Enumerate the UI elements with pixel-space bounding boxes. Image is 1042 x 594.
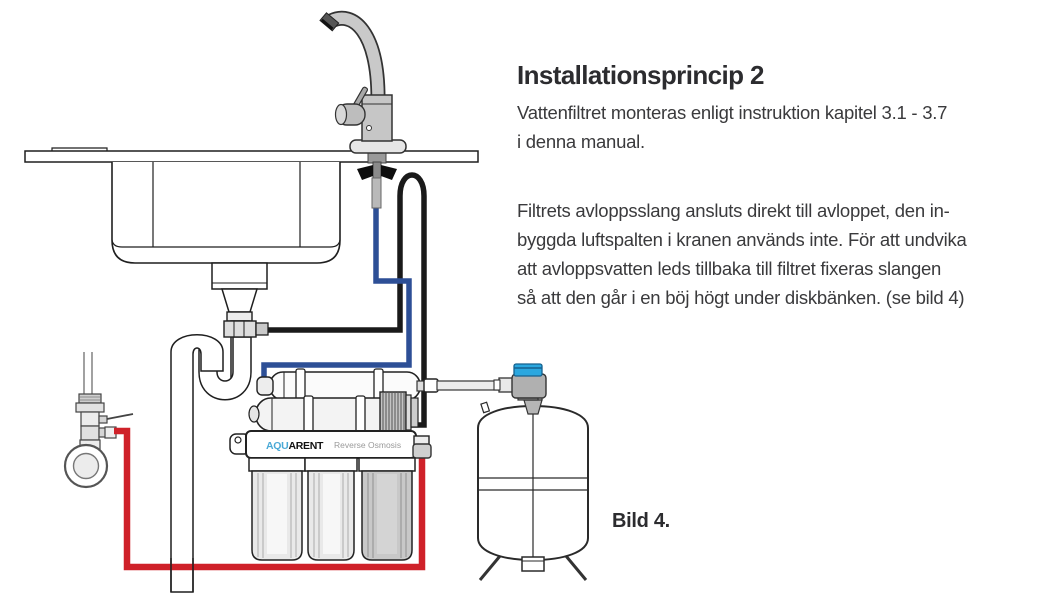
filter-type-label: Reverse Osmosis: [334, 440, 401, 450]
brand-label: AQUARENT: [266, 440, 324, 452]
instruction-text: Installationsprincip 2 Vattenfiltret mon…: [517, 60, 1037, 312]
pressure-tank: [477, 363, 589, 581]
mounting-wing-right: [381, 165, 397, 180]
faucet-column: [361, 94, 393, 142]
diagram-svg: AQUARENT Reverse Osmosis: [24, 10, 589, 593]
section-title: Installationsprincip 2: [517, 60, 764, 90]
filter-housing-2: [304, 457, 358, 561]
text-line: i denna manual.: [517, 131, 645, 152]
mounting-wing-left: [357, 165, 373, 180]
faucet-handle: [334, 86, 369, 126]
drain-tube: [267, 172, 427, 428]
text-line: Filtrets avloppsslang ansluts direkt til…: [517, 200, 950, 221]
figure-caption: Bild 4.: [612, 510, 670, 532]
feed-water-valve: [63, 352, 134, 489]
faucet-shank: [371, 177, 382, 209]
ro-filter-unit: AQUARENT Reverse Osmosis: [229, 368, 502, 561]
paragraph-2: Filtrets avloppsslang ansluts direkt til…: [517, 196, 1037, 312]
filtered-water-tube: [261, 206, 412, 383]
brand-accent: AQU: [266, 440, 288, 452]
text-line: att avloppsvatten leds tillbaka till fil…: [517, 258, 942, 279]
filter-housing-1: [248, 457, 306, 561]
installation-diagram: AQUARENT Reverse Osmosis: [24, 10, 589, 593]
tank-tube: [436, 380, 502, 391]
drain-adapter: [223, 320, 269, 338]
faucet-base: [349, 139, 407, 154]
text-line: byggda luftspalten i kranen används inte…: [517, 229, 967, 250]
text-line: Vattenfiltret monteras enligt instruktio…: [517, 102, 948, 123]
paragraph-1: Vattenfiltret monteras enligt instruktio…: [517, 98, 1037, 156]
tank-valve: [493, 363, 547, 415]
countertop: [24, 147, 479, 163]
kitchen-faucet: [319, 10, 407, 209]
check-valve: [423, 378, 439, 393]
sink-bowl: [111, 162, 341, 264]
drain-trap-outlet: [170, 334, 224, 593]
text-line: så att den går i en böj högt under diskb…: [517, 287, 965, 308]
brand-rest: ARENT: [288, 440, 324, 452]
manifold: AQUARENT Reverse Osmosis: [229, 430, 432, 459]
tank-valve-handle: [513, 363, 543, 377]
feed-water-tube: [114, 427, 426, 571]
pump-housing: [248, 391, 419, 435]
drain-pipe-over-tube: [170, 558, 194, 592]
filter-housing-3: [358, 457, 416, 561]
feed-elbow-fitting: [412, 443, 432, 459]
